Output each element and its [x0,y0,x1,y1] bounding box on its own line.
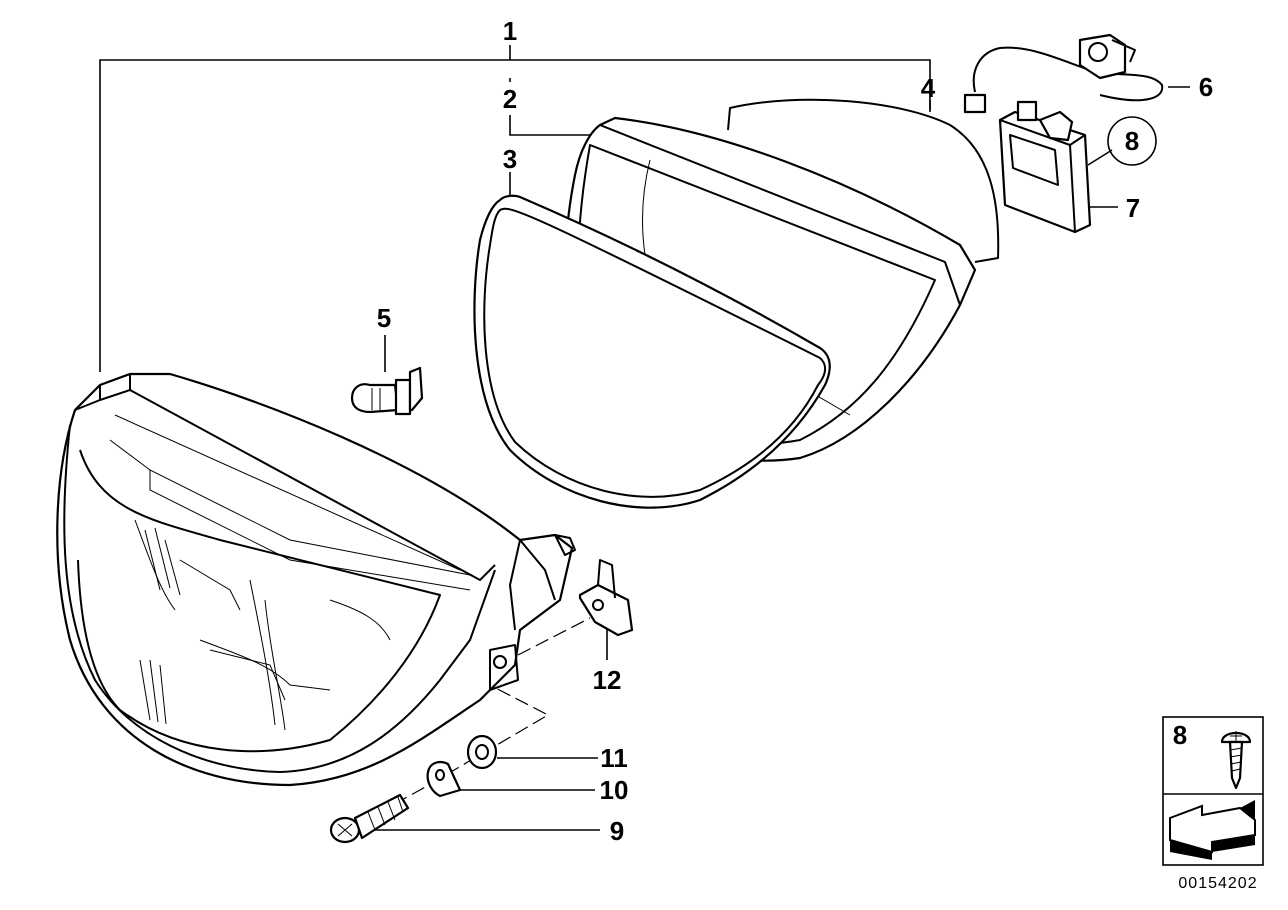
callout-1: 1 [503,16,517,46]
callout-8: 8 [1125,126,1139,156]
wire-loop [727,98,1000,263]
callout-5: 5 [377,303,391,333]
reference-number: 00154202 [1178,875,1257,892]
screw [329,793,410,844]
callout-7: 7 [1126,193,1140,223]
bulb [350,366,424,416]
washer [466,734,498,770]
legend-screw-icon [1220,731,1252,790]
callout-numbers: 1 2 3 4 5 6 7 8 9 10 11 12 8 [377,16,1213,846]
legend-box [1162,716,1264,866]
callout-12: 12 [593,665,622,695]
gasket [473,194,831,509]
headlight-housing [56,372,576,787]
sensor-cable [963,33,1164,114]
arrow-icon [1169,800,1256,860]
callout-8-circle [1107,116,1157,166]
callout-3: 3 [503,144,517,174]
callout-2: 2 [503,84,517,114]
callout-11: 11 [600,743,628,773]
clip-nut [426,761,462,798]
control-unit [998,100,1092,234]
callout-9: 9 [610,816,624,846]
callout-6: 6 [1199,72,1213,102]
callout-4: 4 [921,73,936,103]
leader-lines [99,45,1190,831]
legend-label-8: 8 [1173,720,1187,750]
bracket [578,559,634,637]
callout-10: 10 [600,775,629,805]
